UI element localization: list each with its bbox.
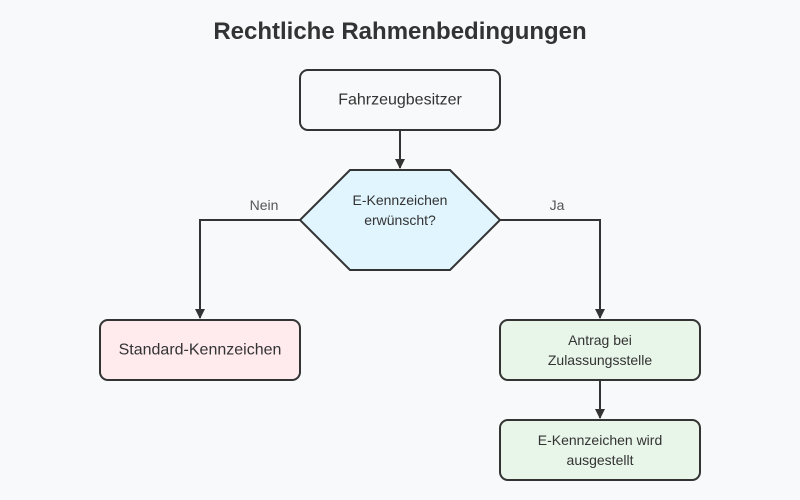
node-standard-kennzeichen-box bbox=[99, 319, 301, 381]
node-e-kennzeichen-ausgestellt: E-Kennzeichen wird ausgestellt bbox=[499, 419, 701, 481]
node-decision-label-line2: erwünscht? bbox=[364, 212, 436, 228]
node-ausgestellt-label-line2: ausgestellt bbox=[567, 452, 634, 468]
node-decision-hexagon bbox=[298, 169, 502, 271]
node-standard-kennzeichen: Standard-Kennzeichen bbox=[99, 319, 301, 381]
node-antrag-box bbox=[499, 319, 701, 381]
node-ausgestellt-label-line1: E-Kennzeichen wird bbox=[538, 432, 663, 448]
edge-label-yes: Ja bbox=[550, 197, 565, 213]
diagram-title: Rechtliche Rahmenbedingungen bbox=[213, 18, 586, 45]
node-fahrzeugbesitzer-label: Fahrzeugbesitzer bbox=[338, 92, 462, 109]
node-antrag-zulassungsstelle: Antrag bei Zulassungsstelle bbox=[499, 319, 701, 381]
node-decision-e-kennzeichen: E-Kennzeichen erwünscht? bbox=[298, 169, 502, 271]
node-fahrzeugbesitzer: Fahrzeugbesitzer bbox=[299, 69, 501, 131]
node-decision-label-line1: E-Kennzeichen bbox=[353, 192, 448, 208]
node-antrag-label-line1: Antrag bei bbox=[568, 332, 632, 348]
edge-decision-to-application bbox=[500, 219, 605, 319]
node-standard-kennzeichen-label: Standard-Kennzeichen bbox=[119, 342, 282, 359]
edge-decision-to-standard bbox=[195, 219, 300, 319]
node-antrag-label-line2: Zulassungsstelle bbox=[548, 352, 652, 368]
node-fahrzeugbesitzer-box bbox=[299, 69, 501, 131]
edge-label-no: Nein bbox=[250, 197, 279, 213]
node-ausgestellt-box bbox=[499, 419, 701, 481]
